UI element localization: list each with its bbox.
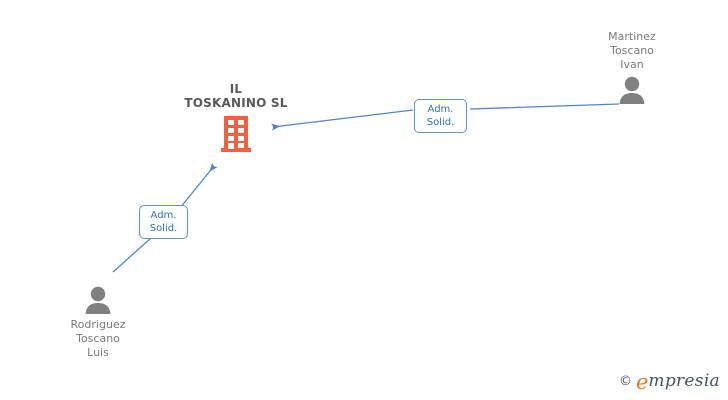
person-name-line3: Luis xyxy=(87,346,109,359)
person-name-line2: Toscano xyxy=(610,44,654,57)
edge-martinez-to-label xyxy=(469,103,620,110)
empresia-watermark: © e mpresia xyxy=(618,370,720,394)
company-node-il-toskanino-sl[interactable]: IL TOSKANINO SL xyxy=(181,82,291,152)
building-icon xyxy=(221,116,251,152)
person-node-rodriguez-toscano-luis[interactable]: Rodriguez Toscano Luis xyxy=(38,286,158,360)
relation-label-line2: Solid. xyxy=(149,223,178,234)
edge-label-to-company-left xyxy=(179,162,218,209)
company-name-line2: TOSKANINO SL xyxy=(184,96,288,110)
person-icon xyxy=(619,76,645,104)
relation-label-line1: Adm. xyxy=(150,210,177,221)
relation-label-rodriguez[interactable]: Adm. Solid. xyxy=(139,205,188,239)
relation-label-line2: Solid. xyxy=(426,117,455,128)
company-name-line1: IL xyxy=(229,82,243,96)
person-name-line3: Ivan xyxy=(620,58,644,71)
relation-label-line1: Adm. xyxy=(427,104,454,115)
person-name-line2: Toscano xyxy=(76,332,120,345)
edge-rodriguez-to-label xyxy=(112,237,152,273)
brand-initial: e xyxy=(635,370,649,394)
person-icon xyxy=(85,286,111,314)
copyright-symbol: © xyxy=(618,374,632,389)
person-name-line1: Rodriguez xyxy=(70,318,126,331)
person-name-line1: Martinez xyxy=(608,30,656,43)
edge-label-to-company-right xyxy=(271,109,414,131)
relation-label-martinez[interactable]: Adm. Solid. xyxy=(414,99,467,133)
person-node-martinez-toscano-ivan[interactable]: Martinez Toscano Ivan xyxy=(572,30,692,104)
brand-name: mpresia xyxy=(648,371,720,391)
